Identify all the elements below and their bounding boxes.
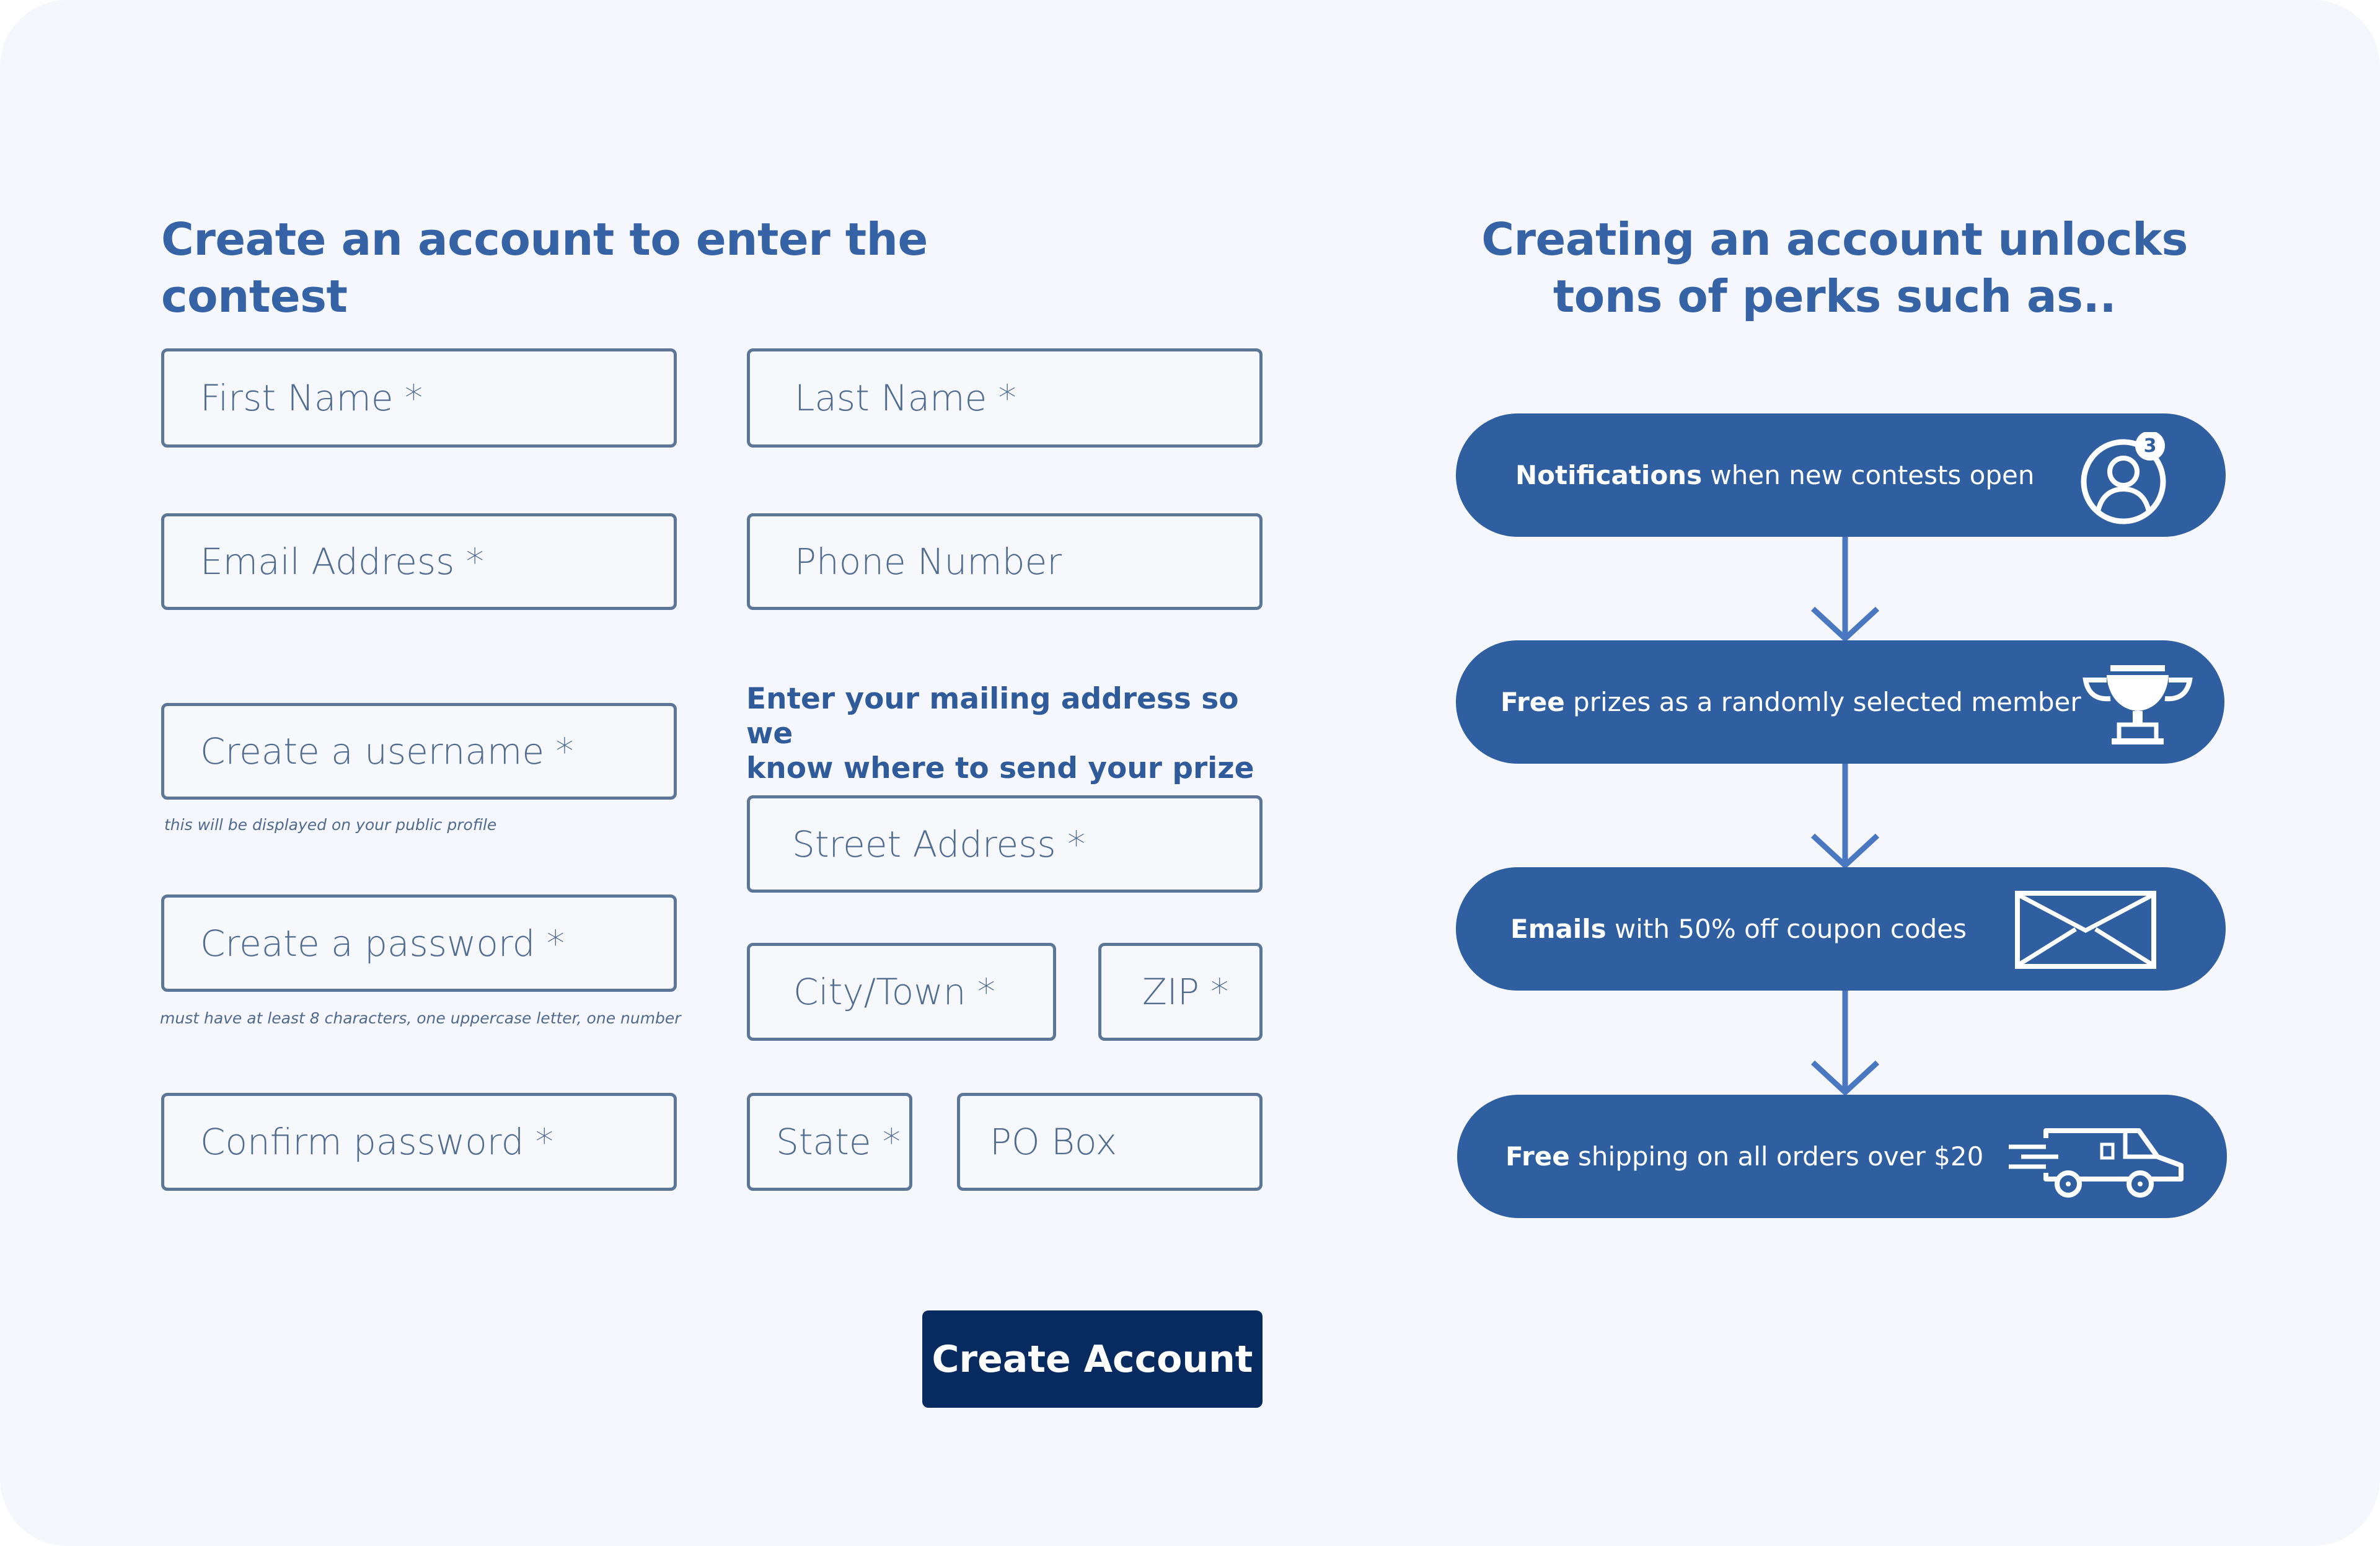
svg-text:3: 3: [2144, 435, 2157, 457]
perk-text: Free prizes as a randomly selected membe…: [1501, 687, 2081, 717]
mailing-address-note: Enter your mailing address so we know wh…: [746, 682, 1267, 786]
trophy-icon: [2082, 665, 2193, 744]
phone-input[interactable]: [750, 516, 1259, 607]
username-field[interactable]: [161, 703, 677, 800]
zip-field[interactable]: [1098, 943, 1263, 1041]
first-name-input[interactable]: [164, 351, 674, 444]
mailing-note-line-2: know where to send your prize: [746, 751, 1254, 785]
username-hint: this will be displayed on your public pr…: [164, 816, 497, 834]
mailing-note-line-1: Enter your mailing address so we: [746, 682, 1239, 751]
perks-title: Creating an account unlocks tons of perk…: [1457, 211, 2213, 325]
email-field[interactable]: [161, 513, 677, 610]
arrow-down-icon: [1810, 534, 1880, 643]
create-account-button[interactable]: Create Account: [922, 1310, 1263, 1408]
form-title: Create an account to enter the contest: [161, 213, 928, 322]
last-name-input[interactable]: [750, 351, 1259, 444]
zip-input[interactable]: [1101, 946, 1259, 1038]
perks-title-line-1: Creating an account unlocks: [1481, 213, 2188, 265]
first-name-field[interactable]: [161, 348, 677, 448]
arrow-down-icon: [1810, 761, 1880, 870]
envelope-icon: [2015, 891, 2156, 969]
password-field[interactable]: [161, 894, 677, 992]
password-hint: must have at least 8 characters, one upp…: [160, 1009, 681, 1027]
arrow-down-icon: [1810, 988, 1880, 1097]
email-input[interactable]: [164, 516, 674, 607]
phone-field[interactable]: [747, 513, 1263, 610]
state-input[interactable]: [750, 1096, 909, 1188]
po-box-field[interactable]: [957, 1093, 1263, 1191]
last-name-field[interactable]: [747, 348, 1263, 448]
street-address-input[interactable]: [750, 798, 1259, 890]
perks-title-line-2: tons of perks such as..: [1553, 270, 2117, 322]
po-box-input[interactable]: [960, 1096, 1259, 1188]
delivery-truck-icon: [2009, 1128, 2184, 1198]
city-field[interactable]: [747, 943, 1056, 1041]
street-address-field[interactable]: [747, 795, 1263, 893]
perk-emails: Emails with 50% off coupon codes: [1456, 867, 2226, 991]
perk-text: Notifications when new contests open: [1515, 460, 2035, 490]
perk-free-shipping: Free shipping on all orders over $20: [1457, 1095, 2227, 1218]
username-input[interactable]: [164, 706, 674, 797]
state-field[interactable]: [747, 1093, 912, 1191]
user-notification-icon: 3: [2081, 432, 2166, 524]
confirm-password-field[interactable]: [161, 1093, 677, 1191]
perk-text: Emails with 50% off coupon codes: [1510, 914, 1967, 944]
perk-text: Free shipping on all orders over $20: [1505, 1141, 1984, 1172]
perk-notifications: Notifications when new contests open 3: [1456, 413, 2226, 537]
confirm-password-input[interactable]: [164, 1096, 674, 1188]
perk-free-prizes: Free prizes as a randomly selected membe…: [1456, 640, 2224, 764]
password-input[interactable]: [164, 898, 674, 989]
city-input[interactable]: [750, 946, 1053, 1038]
